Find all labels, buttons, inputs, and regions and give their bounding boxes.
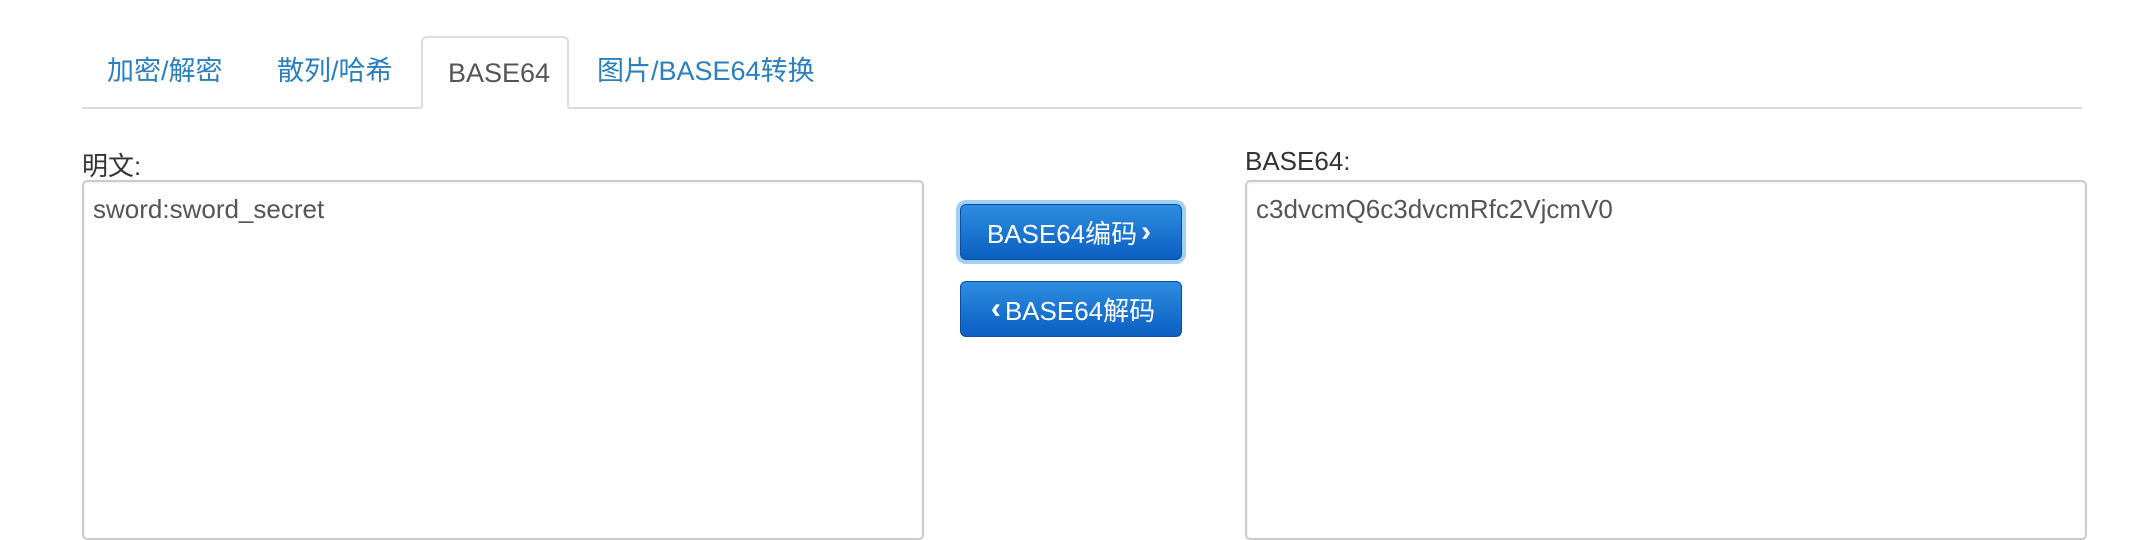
chevron-right-icon: ›: [1141, 215, 1152, 248]
encode-button-label: BASE64编码: [986, 218, 1138, 249]
decode-button-label: BASE64解码: [1004, 295, 1156, 326]
plaintext-input[interactable]: sword:sword_secret: [82, 180, 924, 540]
base64-decode-button[interactable]: ‹ BASE64解码: [960, 281, 1182, 337]
base64-label: BASE64:: [1245, 146, 1351, 176]
base64-encode-button[interactable]: BASE64编码 ›: [960, 204, 1182, 260]
tab-bar: 加密/解密 散列/哈希 BASE64 图片/BASE64转换: [82, 36, 2082, 109]
chevron-left-icon: ‹: [990, 292, 1001, 325]
base64-output[interactable]: c3dvcmQ6c3dvcmRfc2VjcmV0: [1245, 180, 2087, 540]
tab-base64[interactable]: BASE64: [421, 36, 569, 109]
plaintext-label: 明文:: [82, 151, 142, 181]
tab-image-base64[interactable]: 图片/BASE64转换: [597, 56, 815, 86]
tab-encrypt-decrypt[interactable]: 加密/解密: [107, 56, 223, 86]
tab-hash[interactable]: 散列/哈希: [277, 56, 393, 86]
